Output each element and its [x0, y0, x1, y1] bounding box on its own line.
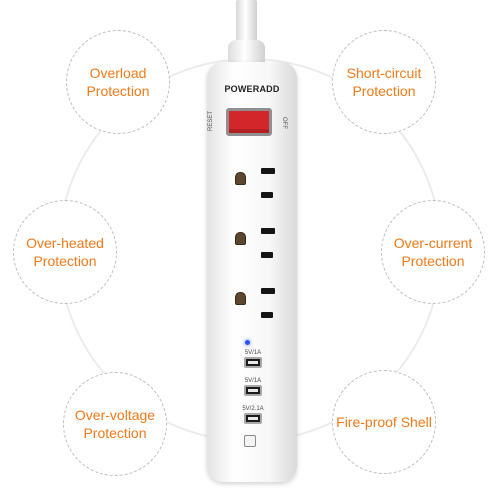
feature-label: Fire-proof Shell: [336, 414, 432, 430]
feature-badge-over-current: Over-current Protection: [381, 200, 485, 304]
ground-hole: [235, 172, 246, 185]
usb-port-1: 5V/1A: [233, 350, 273, 368]
usb-port-label: 5V/2.1A: [242, 406, 264, 412]
ground-hole: [235, 292, 246, 305]
usb-port-label: 5V/1A: [244, 350, 262, 356]
brand-logo: POWERADD: [224, 84, 280, 94]
feature-badge-short-circuit: Short-circuit Protection: [332, 30, 436, 134]
usb-port-2: 5V/1A: [233, 378, 273, 396]
outlet-slot: [261, 192, 273, 198]
outlet-slot: [261, 228, 275, 234]
ac-outlet-2: [217, 222, 287, 270]
feature-label: Overload Protection: [86, 65, 150, 99]
feature-label: Over-heated Protection: [26, 235, 104, 269]
outlet-slot: [261, 168, 275, 174]
small-port-icon: [244, 435, 256, 447]
ac-outlet-3: [217, 282, 287, 330]
off-label: OFF: [281, 117, 287, 129]
outlet-slot: [261, 252, 273, 258]
usb-socket: [244, 385, 262, 396]
feature-label: Over-current Protection: [393, 235, 473, 269]
outlet-slot: [261, 312, 273, 318]
ac-outlet-1: [217, 162, 287, 210]
feature-badge-overload: Overload Protection: [66, 30, 170, 134]
usb-port-3: 5V/2.1A: [233, 406, 273, 424]
feature-badge-over-heated: Over-heated Protection: [13, 200, 117, 304]
power-switch: [226, 108, 272, 136]
indicator-led: [245, 340, 250, 345]
feature-label: Over-voltage Protection: [74, 407, 156, 441]
power-strip: POWERADD RESET OFF 5V/1A 5V/1A: [207, 62, 297, 482]
outlet-slot: [261, 288, 275, 294]
feature-badge-over-voltage: Over-voltage Protection: [63, 372, 167, 476]
ground-hole: [235, 232, 246, 245]
feature-label: Short-circuit Protection: [346, 65, 422, 99]
usb-port-label: 5V/1A: [244, 378, 262, 384]
usb-socket: [244, 357, 262, 368]
reset-label: RESET: [208, 110, 215, 132]
usb-socket: [244, 413, 262, 424]
feature-badge-fire-proof: Fire-proof Shell: [332, 370, 436, 474]
